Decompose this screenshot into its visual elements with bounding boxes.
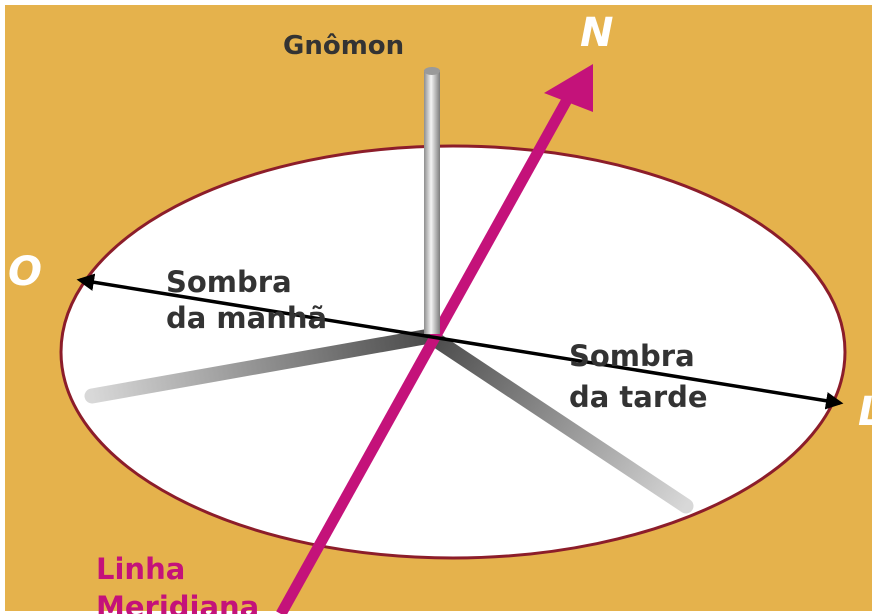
meridian-label-line1: Linha: [96, 552, 185, 586]
north-label: N: [580, 10, 613, 56]
east-label: L: [858, 389, 875, 435]
morning-shadow-label-line2: da manhã: [166, 301, 327, 335]
gnomon-label: Gnômon: [283, 31, 404, 61]
afternoon-shadow-label-line2: da tarde: [569, 380, 708, 414]
gnomon-top: [424, 67, 440, 75]
afternoon-shadow-label-line1: Sombra: [569, 339, 695, 373]
gnomon-pole: [424, 70, 440, 334]
west-label: O: [8, 249, 42, 295]
morning-shadow-label-line1: Sombra: [166, 265, 292, 299]
meridian-label-line2: Meridiana: [96, 590, 259, 614]
